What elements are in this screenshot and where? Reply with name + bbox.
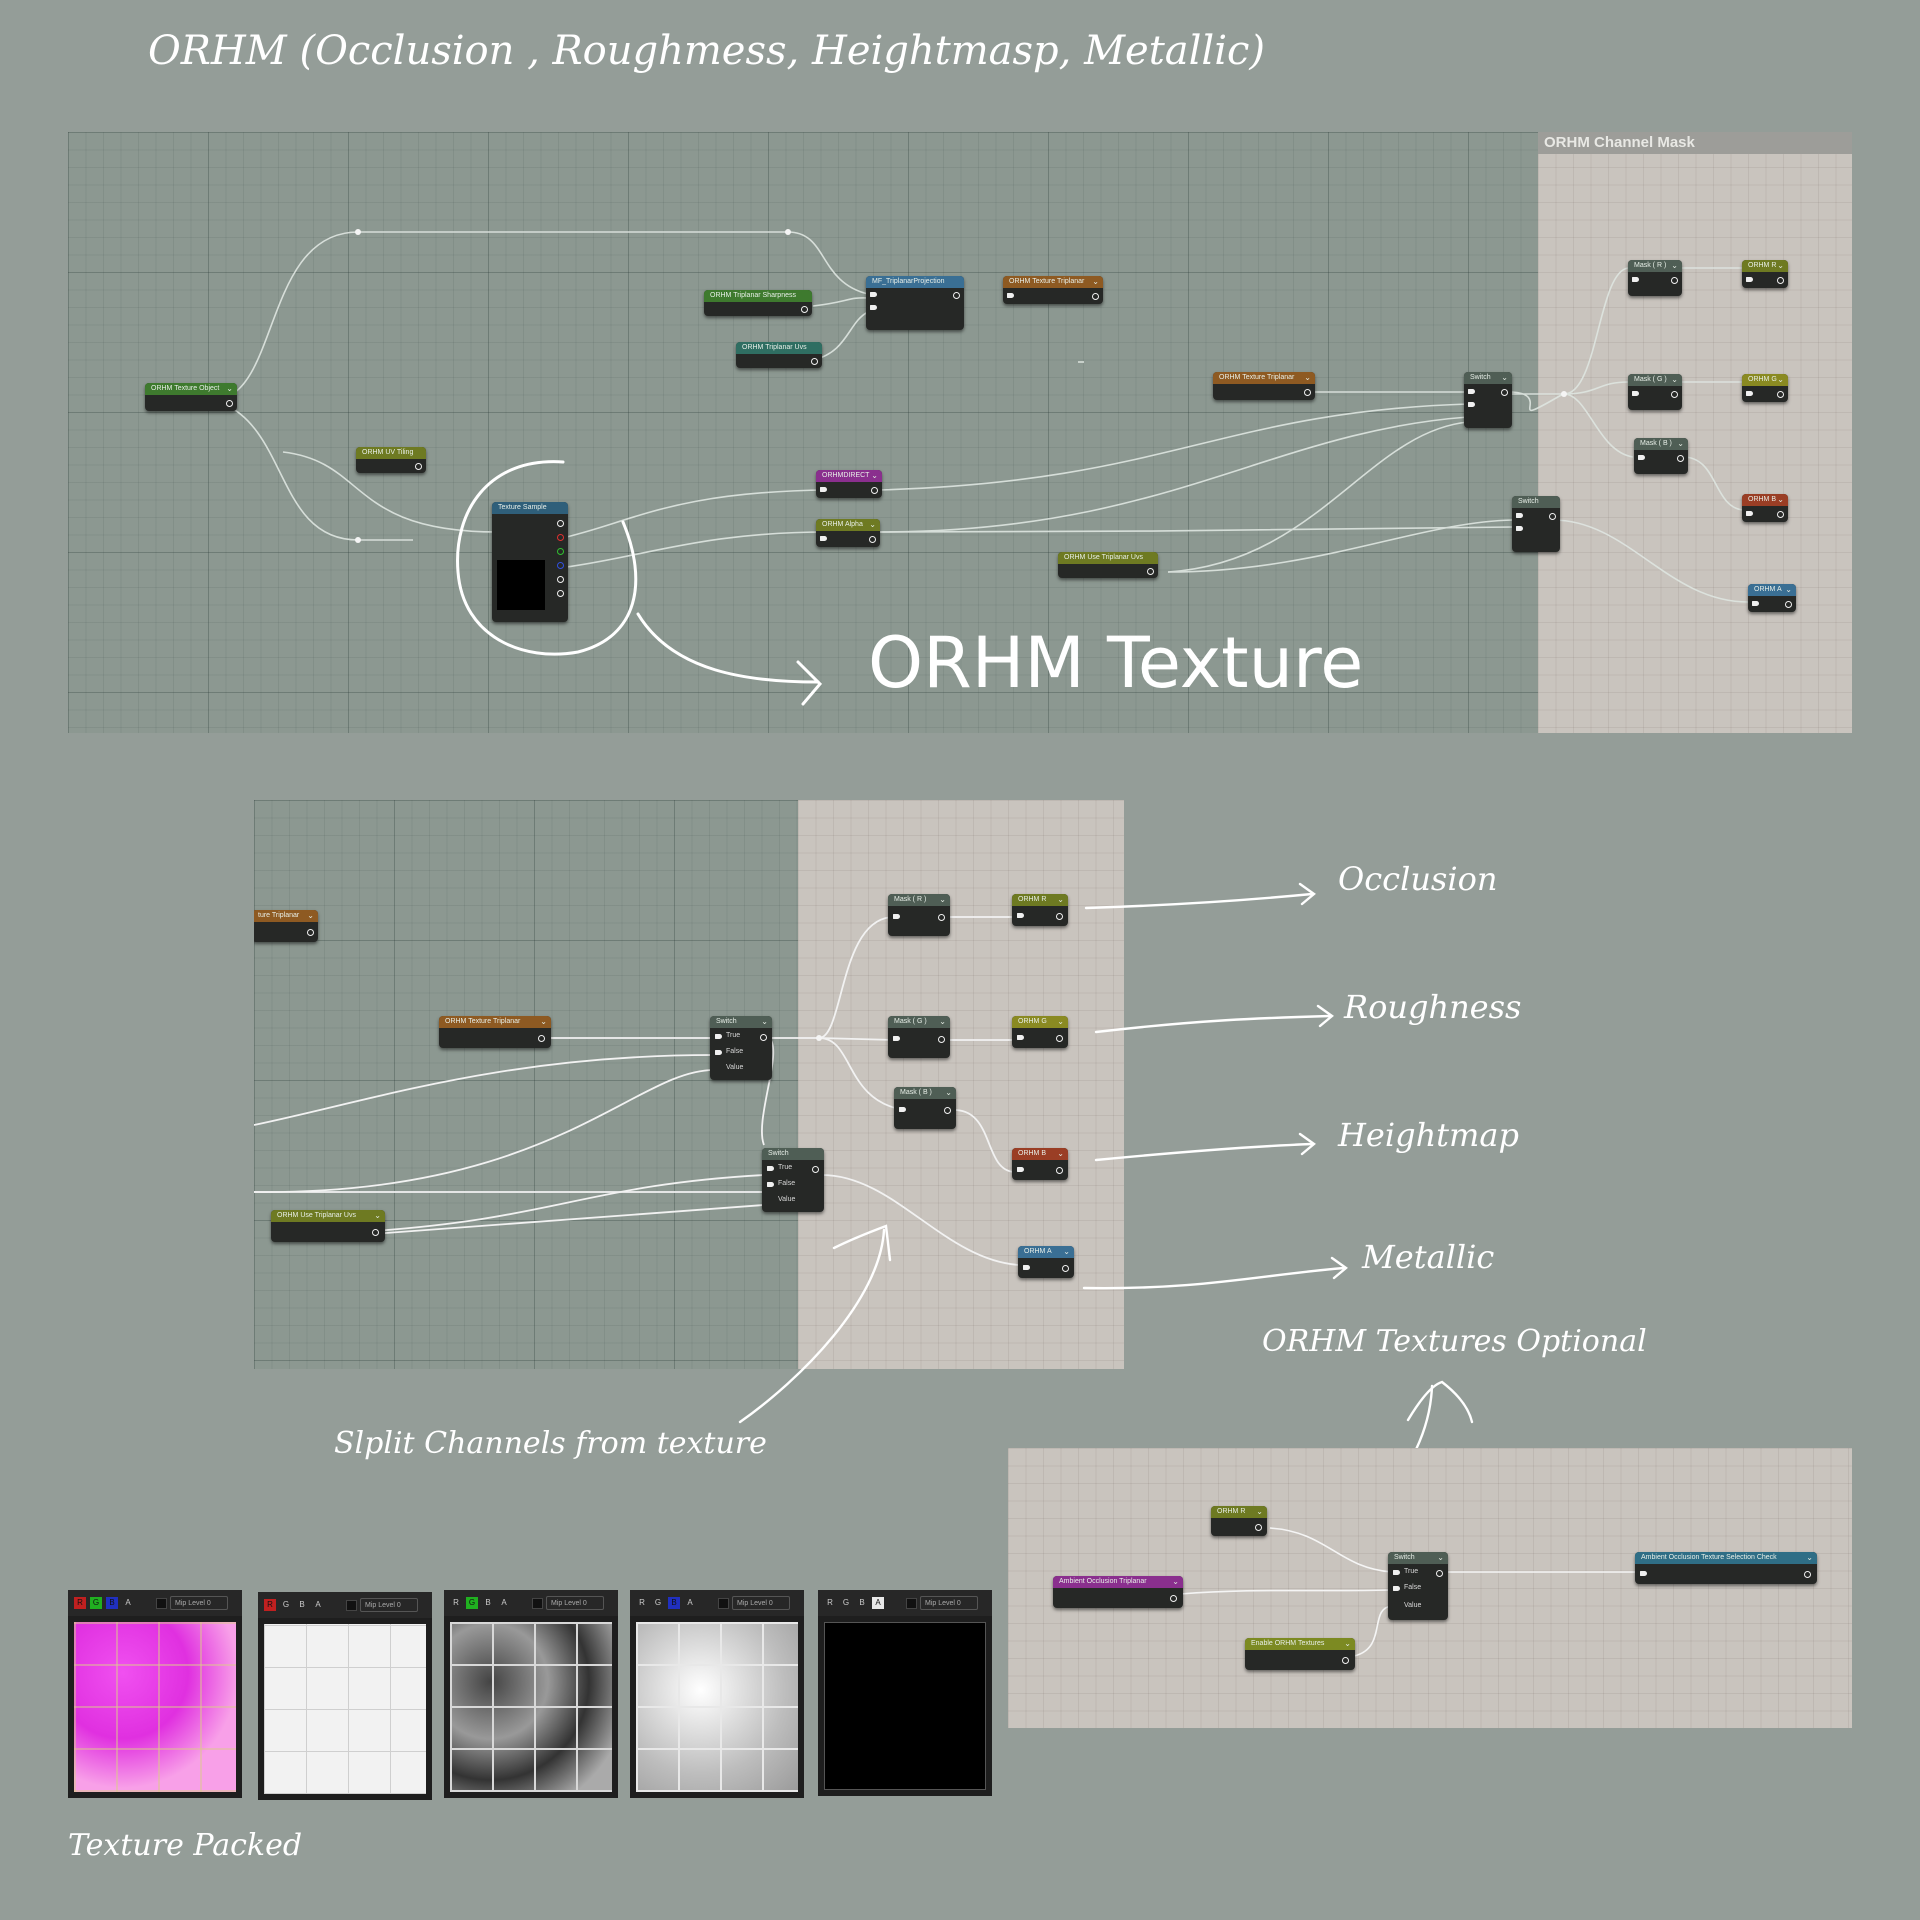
label-metallic: Metallic [1362,1238,1495,1276]
top-graph-panel[interactable]: ORHM Channel Mask [68,132,1852,733]
label-split-channels: Slplit Channels from texture [334,1426,767,1461]
texture-preview-rgb [74,1622,236,1792]
mid-graph-panel[interactable]: ture Triplanar⌄ ORHM Texture Triplanar⌄ … [254,800,1124,1369]
node-use-triplanar-uvs[interactable]: ORHM Use Triplanar Uvs [1058,552,1158,578]
node-out-a-mid[interactable]: ORHM A⌄ [1018,1246,1074,1278]
optional-graph-wires [1179,1527,1636,1657]
node-mask-b[interactable]: Mask ( B )⌄ [1634,438,1688,474]
node-switch-b[interactable]: Switch [1512,496,1560,552]
texture-preview-occlusion [264,1624,426,1794]
texture-preview-roughness [450,1622,612,1792]
node-out-a[interactable]: ORHM A⌄ [1748,584,1796,612]
node-texture-triplanar-cut[interactable]: ture Triplanar⌄ [254,910,318,942]
node-triplanar-projection[interactable]: MF_TriplanarProjection [866,276,964,330]
mip-level-select[interactable]: Mip Level 0 [732,1596,790,1610]
node-switch-b-mid[interactable]: Switch True False Value [762,1148,824,1212]
node-out-r[interactable]: ORHM R⌄ [1742,260,1788,288]
node-texture-triplanar-a[interactable]: ORHM Texture Triplanar⌄ [1003,276,1103,304]
top-graph-wires [223,229,1749,706]
node-orhm-direct[interactable]: ORHMDIRECT⌄ [816,470,882,498]
node-mask-g[interactable]: Mask ( G )⌄ [1628,374,1682,410]
node-triplanar-uvs[interactable]: ORHM Triplanar Uvs [736,342,822,368]
label-texture-packed: Texture Packed [68,1828,303,1863]
comment-title: ORHM Channel Mask [1538,132,1852,154]
node-use-triplanar-uvs-mid[interactable]: ORHM Use Triplanar Uvs⌄ [271,1210,385,1242]
node-opt-ao-check[interactable]: Ambient Occlusion Texture Selection Chec… [1635,1552,1817,1584]
node-opt-orhm-r[interactable]: ORHM R⌄ [1211,1506,1267,1536]
orhm-texture-annotation: ORHM Texture [868,622,1364,704]
node-out-r-mid[interactable]: ORHM R⌄ [1012,894,1068,926]
node-out-b-mid[interactable]: ORHM B⌄ [1012,1148,1068,1180]
node-uv-tiling[interactable]: ORHM UV Tiling [356,447,426,473]
label-roughness: Roughness [1344,988,1522,1026]
optional-graph-panel[interactable]: ORHM R⌄ Ambient Occlusion Triplanar⌄ Ena… [1008,1448,1852,1728]
label-occlusion: Occlusion [1338,860,1498,898]
node-mask-g-mid[interactable]: Mask ( G )⌄ [888,1016,950,1058]
node-mask-r-mid[interactable]: Mask ( R )⌄ [888,894,950,936]
node-switch-a-mid[interactable]: Switch⌄ True False Value [710,1016,772,1080]
page-title: ORHM (Occlusion , Roughmess, Heightmasp,… [148,28,1266,74]
node-texture-sample[interactable]: Texture Sample [492,502,568,622]
texture-preview-metallic [824,1622,986,1790]
mip-level-select[interactable]: Mip Level 0 [546,1596,604,1610]
label-orhm-optional: ORHM Textures Optional [1262,1324,1647,1359]
node-out-g[interactable]: ORHM G⌄ [1742,374,1788,402]
texture-viewer-b[interactable]: R G B A Mip Level 0 [630,1590,804,1798]
node-opt-ao-triplanar[interactable]: Ambient Occlusion Triplanar⌄ [1053,1576,1183,1608]
texture-viewer-r[interactable]: R G B A Mip Level 0 [258,1592,432,1800]
mip-level-select[interactable]: Mip Level 0 [170,1596,228,1610]
node-mask-b-mid[interactable]: Mask ( B )⌄ [894,1087,956,1129]
texture-preview-heightmap [636,1622,798,1792]
mid-graph-wires [254,916,1020,1266]
label-heightmap: Heightmap [1338,1116,1519,1154]
mip-level-select[interactable]: Mip Level 0 [360,1598,418,1612]
node-texture-object[interactable]: ORHM Texture Object⌄ [145,383,237,411]
node-texture-triplanar[interactable]: ORHM Texture Triplanar⌄ [439,1016,551,1048]
node-opt-enable-textures[interactable]: Enable ORHM Textures⌄ [1245,1638,1355,1670]
texture-viewer-rgba[interactable]: R G B A Mip Level 0 [68,1590,242,1798]
texture-viewer-a[interactable]: R G B A Mip Level 0 [818,1590,992,1796]
node-texture-triplanar-b[interactable]: ORHM Texture Triplanar⌄ [1213,372,1315,400]
node-opt-switch[interactable]: Switch⌄ True False Value [1388,1552,1448,1620]
node-mask-r[interactable]: Mask ( R )⌄ [1628,260,1682,296]
node-switch-a[interactable]: Switch⌄ [1464,372,1512,428]
mip-level-select[interactable]: Mip Level 0 [920,1596,978,1610]
node-out-g-mid[interactable]: ORHM G⌄ [1012,1016,1068,1048]
comment-box-channel-mask[interactable]: ORHM Channel Mask [1538,132,1852,733]
node-out-b[interactable]: ORHM B⌄ [1742,494,1788,522]
texture-viewer-g[interactable]: R G B A Mip Level 0 [444,1590,618,1798]
node-triplanar-sharpness[interactable]: ORHM Triplanar Sharpness [704,290,812,316]
node-orhm-alpha[interactable]: ORHM Alpha⌄ [816,519,880,547]
